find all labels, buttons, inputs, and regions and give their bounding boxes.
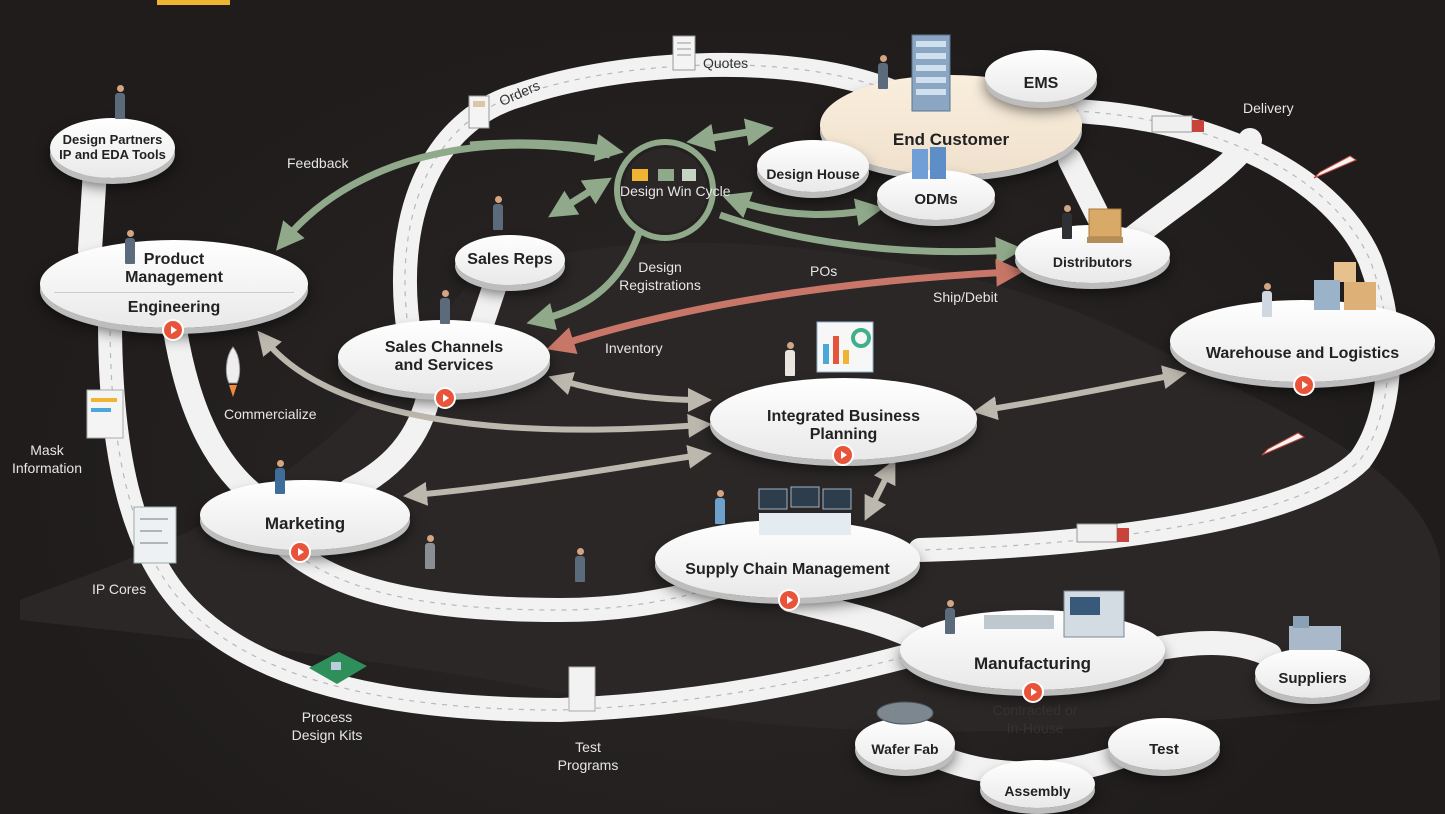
marketing-person	[275, 460, 285, 494]
design-house-label: Design House	[766, 165, 860, 182]
orders-to-win-arrow	[469, 133, 624, 162]
delivery-truck-icon	[1151, 115, 1204, 133]
control-desk-icon	[758, 486, 852, 535]
contracted-or-inhouse-label: Contracted or In-House	[992, 702, 1078, 736]
suppliers-label: Suppliers	[1278, 670, 1347, 688]
test-program-scroll-icon	[568, 666, 596, 712]
circuit-board-icon	[309, 652, 367, 684]
node-test[interactable]: Test	[1108, 718, 1220, 770]
marketing-play-button[interactable]	[291, 543, 309, 561]
node-odms[interactable]: ODMs	[877, 170, 995, 220]
node-design-partners[interactable]: Design Partners IP and EDA Tools	[50, 118, 175, 178]
truck-icon	[1076, 523, 1129, 543]
win-odms-arrow	[721, 191, 884, 227]
sales-channels-person	[440, 290, 450, 324]
distributors-label: Distributors	[1052, 253, 1133, 270]
warehouse-play-button[interactable]	[1295, 376, 1313, 394]
pos-label: POs	[810, 263, 838, 279]
pos-arrow	[546, 258, 1024, 355]
ip-core-schematic-icon	[133, 506, 177, 564]
sales-rep-person: .p1:after{}	[493, 196, 503, 230]
ship-debit-label: Ship/Debit	[933, 289, 998, 305]
win-distributors-arrow	[718, 211, 1024, 265]
design-win-icons	[632, 169, 696, 181]
sales-reps-label: Sales Reps	[467, 250, 553, 268]
delivery-label: Delivery	[1243, 100, 1294, 116]
airplane-icon	[1313, 155, 1358, 179]
boxes-pallet-icon	[1087, 208, 1123, 243]
server-rack-icon	[911, 34, 951, 112]
node-wafer-fab[interactable]: Wafer Fab	[855, 718, 955, 770]
sales-channels-play-button[interactable]	[436, 389, 454, 407]
product-management-play-button[interactable]	[164, 321, 182, 339]
node-ems[interactable]: EMS	[985, 50, 1097, 102]
node-marketing[interactable]: Marketing	[200, 480, 410, 550]
road-dashes	[109, 64, 1389, 711]
ip-cores-label: IP Cores	[92, 581, 147, 597]
production-line-icon	[984, 590, 1125, 638]
mask-information-label: Mask Information	[11, 442, 83, 476]
manufacturing-label: Manufacturing	[973, 654, 1092, 674]
ems-label: EMS	[1023, 74, 1059, 92]
engineering-label: Engineering	[54, 291, 294, 317]
orders-document-icon	[468, 95, 490, 129]
design-win-cycle-label: Design Win Cycle	[620, 183, 731, 199]
warehouse-person	[1262, 283, 1272, 317]
manufacturing-person	[945, 600, 955, 634]
end-customer-label: End Customer	[892, 130, 1010, 150]
gray-flows	[257, 330, 1187, 521]
node-product-management-engineering[interactable]: Product Management Engineering	[40, 240, 308, 328]
feedback-label: Feedback	[287, 155, 349, 171]
node-suppliers[interactable]: Suppliers	[1255, 648, 1370, 698]
quote-document-icon	[672, 35, 696, 71]
engineer-person	[125, 230, 135, 264]
commercialize-label: Commercialize	[224, 406, 317, 422]
wafer-fab-label: Wafer Fab	[871, 740, 939, 757]
node-sales-reps[interactable]: Sales Reps	[455, 235, 565, 285]
sales-reps-win-arrow	[548, 177, 612, 218]
marketing-label: Marketing	[264, 514, 346, 534]
warehouse-logistics-label: Warehouse and Logistics	[1205, 344, 1400, 362]
test-programs-label: Test Programs	[557, 739, 619, 773]
airplane-icon-2	[1261, 432, 1306, 456]
node-design-partners-label: Design Partners IP and EDA Tools	[59, 132, 166, 162]
rocket-icon	[225, 346, 241, 397]
node-warehouse-logistics[interactable]: Warehouse and Logistics	[1170, 300, 1435, 382]
test-label: Test	[1149, 741, 1179, 759]
scm-play-button[interactable]	[780, 591, 798, 609]
assembly-label: Assembly	[1004, 782, 1071, 799]
inventory-label: Inventory	[605, 340, 663, 356]
odm-servers-icon	[912, 147, 946, 179]
end-customer-person	[878, 55, 888, 89]
ibp-play-button[interactable]	[834, 446, 852, 464]
warehouse-boxes-icon	[1314, 262, 1376, 310]
walking-man	[575, 548, 585, 582]
ibp-label: Integrated Business Planning	[767, 407, 920, 443]
green-flows	[276, 118, 1024, 331]
analytics-board-icon	[816, 321, 874, 373]
supplier-factory-icon	[1289, 616, 1341, 650]
distributor-person	[1062, 205, 1072, 239]
mask-chart-icon	[86, 389, 124, 439]
node-assembly[interactable]: Assembly	[980, 760, 1095, 808]
node-design-house[interactable]: Design House	[757, 140, 869, 192]
design-registrations-label: Design Registrations	[619, 259, 701, 293]
odms-label: ODMs	[914, 191, 958, 209]
win-design-house-arrow	[686, 118, 774, 152]
ibp-person	[785, 342, 795, 376]
node-sales-channels[interactable]: Sales Channels and Services	[338, 320, 550, 394]
quotes-label: Quotes	[703, 55, 749, 71]
manufacturing-play-button[interactable]	[1024, 683, 1042, 701]
product-management-label: Product Management	[125, 250, 223, 287]
brand-tab	[157, 0, 230, 5]
wafer-icon	[876, 701, 934, 725]
sales-channels-label: Sales Channels and Services	[384, 338, 504, 374]
walking-woman	[425, 535, 435, 569]
design-partner-person	[115, 85, 125, 119]
process-design-kits-label: Process Design Kits	[291, 709, 363, 743]
scm-label: Supply Chain Management	[685, 560, 890, 578]
scm-person	[715, 490, 725, 524]
